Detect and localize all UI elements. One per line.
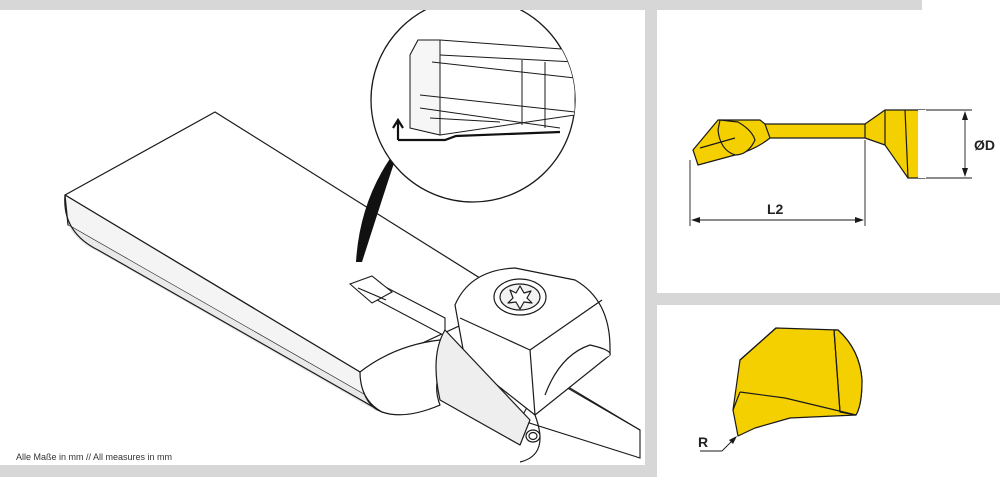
dimension-lines xyxy=(689,109,972,226)
boring-bar-holder-drawing xyxy=(64,10,641,463)
frame-divider-horizontal xyxy=(645,293,1000,305)
units-note: Alle Maße in mm // All measures in mm xyxy=(16,452,173,462)
diameter-label: ØD xyxy=(974,137,995,153)
insert-side-view-drawing: ØD L2 xyxy=(689,109,995,226)
frame-divider-vertical xyxy=(645,0,657,477)
callout-leader xyxy=(356,145,400,262)
torx-screw-icon xyxy=(507,285,533,310)
dimension-panel-side-view: ØD L2 xyxy=(657,10,1000,293)
main-drawing-panel: Alle Maße in mm // All measures in mm xyxy=(0,10,645,465)
length-label: L2 xyxy=(767,201,784,217)
clamp-block xyxy=(435,267,611,463)
detail-panel-tip-radius: R xyxy=(657,305,1000,477)
insert-tip-detail-drawing: R xyxy=(698,327,863,452)
detail-magnifier xyxy=(370,10,576,203)
insert-side-profile xyxy=(692,109,926,179)
frame-top-bar xyxy=(0,0,922,10)
insert-tip-profile xyxy=(732,327,863,437)
cutting-edge-arrow xyxy=(392,117,561,142)
radius-leader xyxy=(700,436,737,452)
radius-label: R xyxy=(698,434,708,450)
